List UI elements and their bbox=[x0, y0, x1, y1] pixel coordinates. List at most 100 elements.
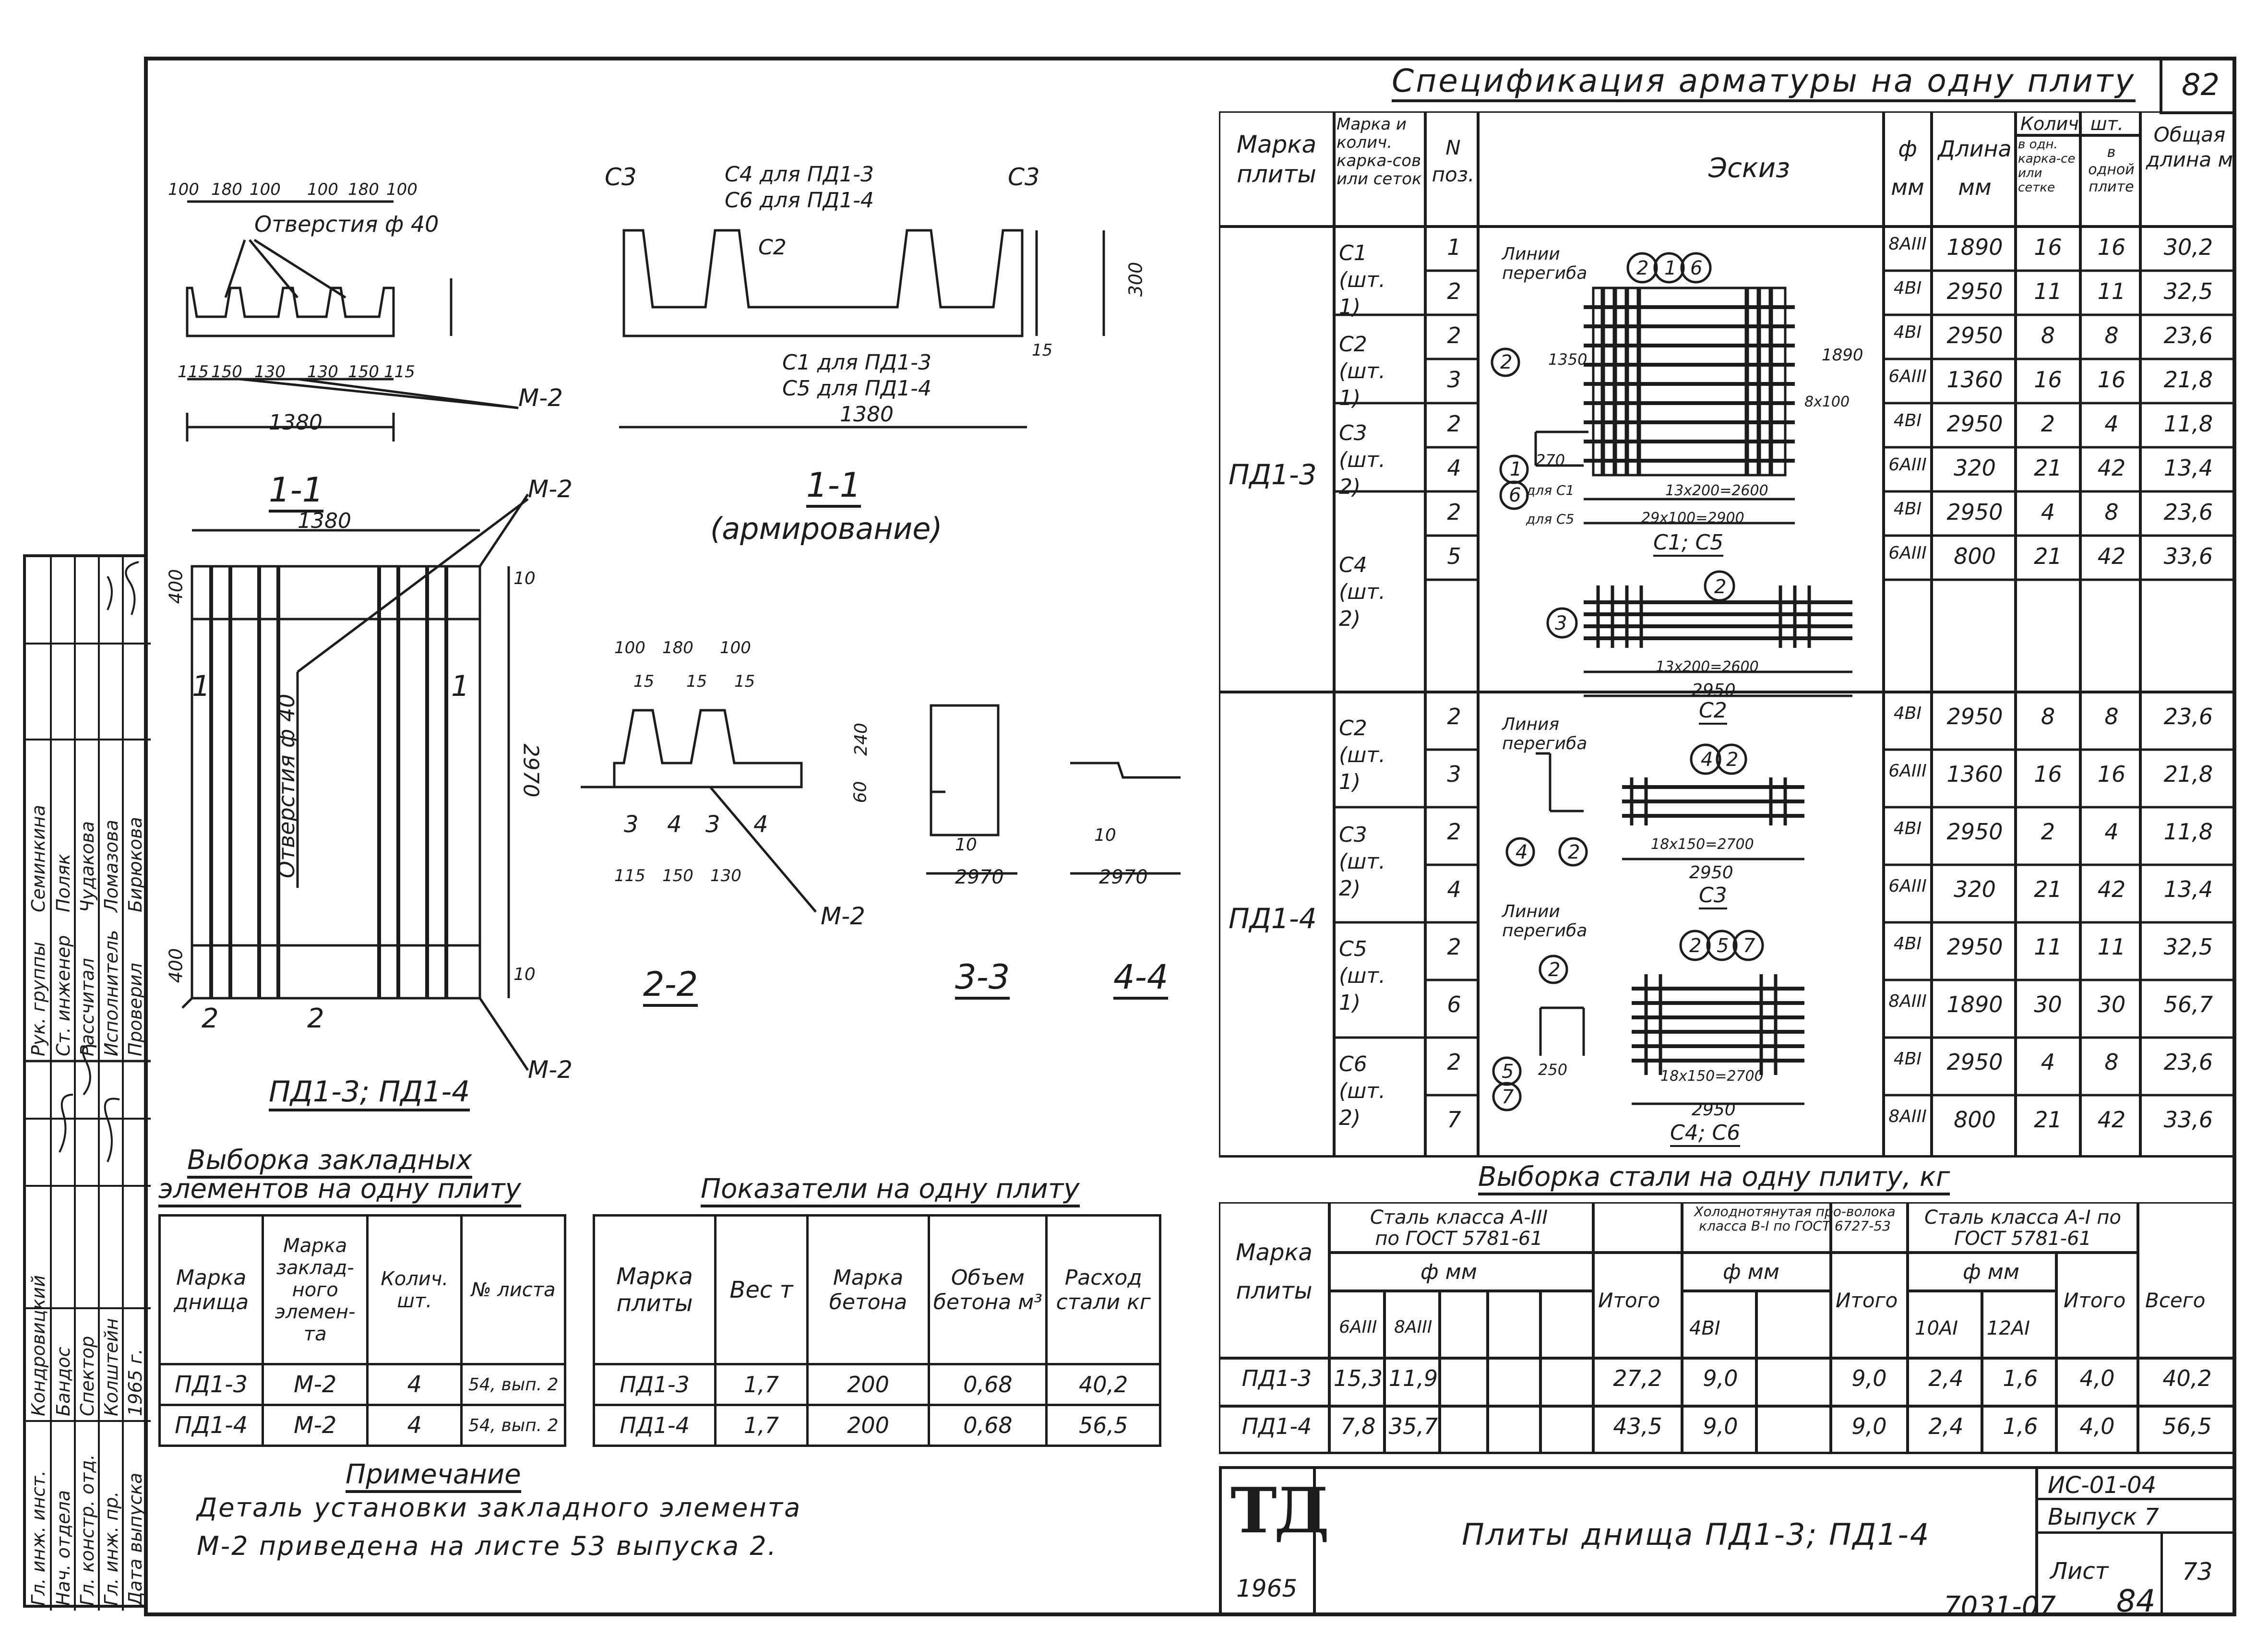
spec-h-frame: Марка и колич. карка-сов или сеток bbox=[1337, 115, 1422, 189]
spec-cell-dia: 6АIII bbox=[1888, 455, 1927, 475]
steel-h-wire: Холоднотянутая про-волока класса В-I по … bbox=[1694, 1204, 1896, 1234]
emb-h-2: Марка заклад-ного элемен-та bbox=[262, 1214, 369, 1365]
s22-top-3: 100 bbox=[720, 638, 751, 657]
spec-cell-q2: 16 bbox=[2097, 234, 2126, 260]
emb-cell: М-2 bbox=[262, 1404, 369, 1447]
spec-cell-pos: 7 bbox=[1447, 1107, 1461, 1133]
steel-h-a3: Сталь класса А-III по ГОСТ 5781-61 bbox=[1370, 1206, 1548, 1250]
spec-g2-frame-3: С5 (шт. 1) bbox=[1339, 937, 1386, 1015]
spec-cell-pos: 2 bbox=[1447, 411, 1461, 437]
sk-d1350: 1350 bbox=[1548, 350, 1588, 369]
steel-cell-all: 56,5 bbox=[2162, 1413, 2212, 1439]
sk-mark-2g: 2 bbox=[1548, 959, 1561, 981]
s22-mark-2: 4 bbox=[667, 811, 682, 838]
steel-h-total-1: Итого bbox=[1598, 1289, 1660, 1312]
m2-label-c: М-2 bbox=[528, 1056, 573, 1084]
sk-d250: 250 bbox=[1538, 1061, 1568, 1079]
steel-cell-b4: 9,0 bbox=[1703, 1365, 1738, 1391]
title-sheet-no: 73 bbox=[2182, 1558, 2213, 1586]
plan-10-top: 10 bbox=[513, 569, 536, 588]
steel-sub-6a3: 6АIII bbox=[1339, 1317, 1377, 1337]
ind-cell: 56,5 bbox=[1045, 1404, 1161, 1447]
emb-cell: 4 bbox=[366, 1363, 463, 1406]
embedded-title-1: Выборка закладных bbox=[187, 1145, 472, 1179]
dim-bot-3: 130 bbox=[254, 362, 286, 382]
spec-cell-tot: 32,5 bbox=[2163, 278, 2213, 304]
title-right-box: ИС-01-04 Выпуск 7 Лист 73 bbox=[2035, 1469, 2236, 1613]
ind-h-2: Вес т bbox=[714, 1214, 809, 1365]
plan-2970: 2970 bbox=[518, 743, 543, 798]
stamp-role-5: Дата выпуска bbox=[125, 1472, 146, 1606]
arm-c2: С2 bbox=[758, 235, 787, 260]
steel-grid bbox=[1219, 1202, 2236, 1454]
spec-cell-tot: 33,6 bbox=[2163, 1107, 2213, 1133]
spec-group-2-lines bbox=[1334, 748, 2235, 1097]
spec-cell-pos: 3 bbox=[1447, 761, 1461, 787]
spec-cell-pos: 2 bbox=[1447, 1049, 1461, 1075]
sk-mark-2a: 2 bbox=[1636, 257, 1649, 279]
s22-mark-4: 4 bbox=[753, 811, 768, 838]
indicators-title: Показатели на одну плиту bbox=[701, 1173, 1080, 1207]
emb-h-4: № листа bbox=[460, 1214, 566, 1365]
spec-cell-tot: 11,8 bbox=[2163, 411, 2213, 437]
spec-cell-dia: 4ВI bbox=[1893, 819, 1922, 838]
spec-cell-len: 2950 bbox=[1946, 819, 2003, 845]
s33-2970: 2970 bbox=[955, 866, 1004, 888]
sk-c1-for: для С1 bbox=[1526, 482, 1575, 498]
spec-cell-len: 1890 bbox=[1946, 991, 2003, 1017]
note-line-1: Деталь установки закладного элемента bbox=[197, 1493, 802, 1523]
s22-top-1: 100 bbox=[614, 638, 645, 657]
spec-cell-len: 2950 bbox=[1946, 411, 2003, 437]
spec-cell-q1: 21 bbox=[2034, 1107, 2062, 1133]
stamp-name2-1: Семинкина bbox=[28, 805, 49, 912]
spec-h-total: Общая длина м bbox=[2146, 123, 2233, 171]
spec-cell-tot: 13,4 bbox=[2163, 455, 2213, 481]
steel-cell-plate: ПД1-4 bbox=[1241, 1413, 1312, 1439]
spec-cell-len: 2950 bbox=[1946, 704, 2003, 729]
spec-g1-frame-1: С1 (шт. 1) bbox=[1339, 241, 1386, 319]
ind-h-5: Расход стали кг bbox=[1045, 1214, 1161, 1365]
sk-bend-lines-1: Линии перегиба bbox=[1502, 244, 1588, 283]
spec-h-sketch: Эскиз bbox=[1708, 153, 1790, 184]
emb-cell: ПД1-3 bbox=[158, 1363, 264, 1406]
stamp-name-5: 1965 г. bbox=[125, 1349, 146, 1416]
plan-400-top: 400 bbox=[165, 569, 187, 604]
steel-cell-t1: 27,2 bbox=[1613, 1365, 1662, 1391]
spec-cell-q2: 8 bbox=[2104, 704, 2119, 729]
title-logo-box: ТД 1965 bbox=[1222, 1469, 1329, 1613]
arm-15: 15 bbox=[1032, 341, 1053, 360]
sk-mark-6a: 6 bbox=[1690, 257, 1703, 279]
dim-bot-1: 115 bbox=[178, 362, 209, 382]
spec-cell-len: 320 bbox=[1954, 876, 1996, 902]
s22-15a: 15 bbox=[633, 672, 655, 691]
steel-h-total-3: Итого bbox=[2064, 1289, 2126, 1312]
spec-cell-len: 1890 bbox=[1946, 234, 2003, 260]
spec-group-1-lines bbox=[1334, 269, 2235, 581]
s33-60: 60 bbox=[850, 781, 871, 803]
s44-10: 10 bbox=[1094, 825, 1116, 845]
spec-cell-dia: 4ВI bbox=[1893, 934, 1922, 954]
sk-c5-for: для С5 bbox=[1526, 511, 1575, 527]
spec-cell-pos: 4 bbox=[1447, 455, 1461, 481]
emb-cell: 54, вып. 2 bbox=[460, 1363, 566, 1406]
steel-table bbox=[1219, 1202, 2236, 1454]
spec-cell-tot: 23,6 bbox=[2163, 704, 2213, 729]
dim-bot-2: 150 bbox=[211, 362, 242, 382]
spec-cell-tot: 56,7 bbox=[2163, 991, 2213, 1017]
spec-cell-q2: 16 bbox=[2097, 367, 2126, 393]
spec-cell-q2: 30 bbox=[2097, 991, 2126, 1017]
emb-row-2: ПД1-4 М-2 4 54, вып. 2 bbox=[158, 1404, 566, 1447]
sk-c4c6: С4; С6 bbox=[1670, 1121, 1741, 1147]
ind-cell: 0,68 bbox=[928, 1404, 1048, 1447]
steel-sub-10a1: 10АI bbox=[1915, 1317, 1958, 1339]
dim-1380-a: 1380 bbox=[269, 410, 322, 435]
dim-top-1: 100 bbox=[168, 180, 199, 199]
ind-cell: ПД1-3 bbox=[592, 1363, 717, 1406]
holes-label: Отверстия ф 40 bbox=[254, 211, 439, 237]
arm-c6-for: С6 для ПД1-4 bbox=[725, 188, 874, 213]
ind-cell: 200 bbox=[806, 1363, 931, 1406]
sk-mark-2f: 2 bbox=[1689, 935, 1702, 957]
ind-h-4: Объем бетона м³ bbox=[928, 1214, 1048, 1365]
title-issue: Выпуск 7 bbox=[2048, 1504, 2159, 1530]
spec-plate-2: ПД1-4 bbox=[1229, 902, 1317, 935]
